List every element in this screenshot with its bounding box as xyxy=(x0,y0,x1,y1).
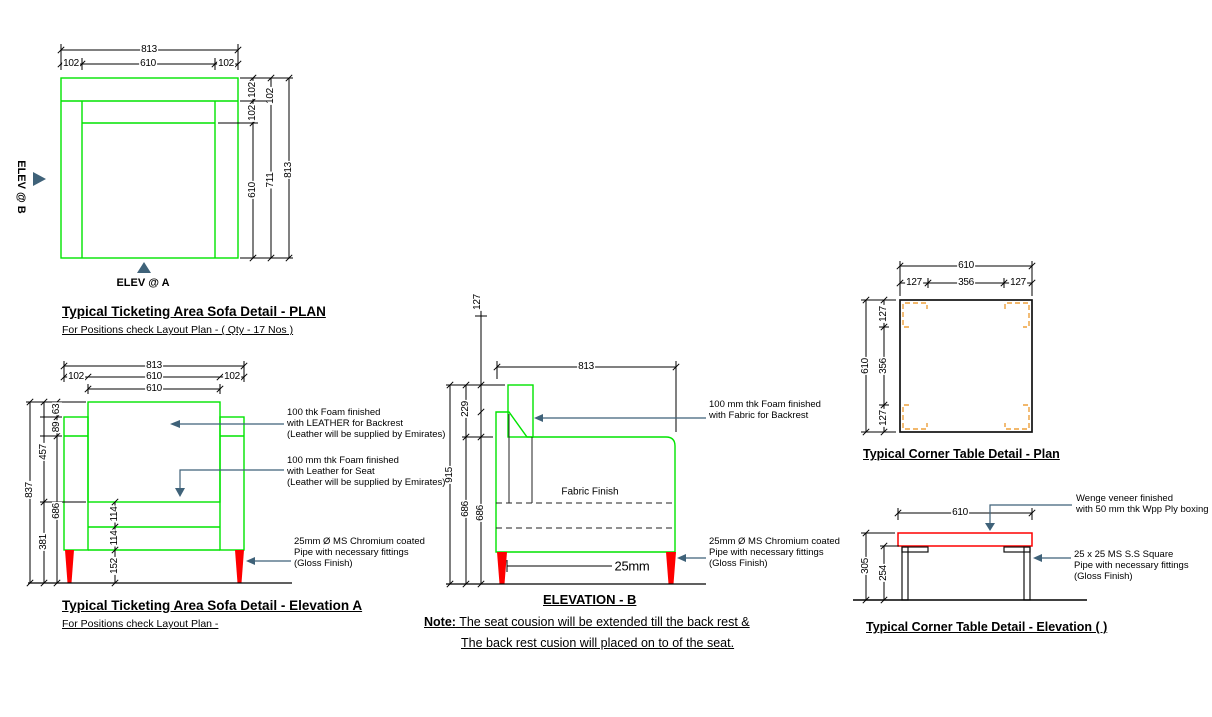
elev-a-marker-label: ELEV @ A xyxy=(116,277,170,289)
dim-eleva-upper-height: 457 xyxy=(38,443,49,461)
leader-arrow xyxy=(985,523,995,531)
title-corner-table-elevation: Typical Corner Table Detail - Elevation … xyxy=(866,620,1108,634)
sofa-leg xyxy=(235,550,244,583)
title-corner-table-plan: Typical Corner Table Detail - Plan xyxy=(863,447,1060,461)
dim-plan-depth-102a: 102 xyxy=(247,81,258,99)
dim-plan-depth-102c: 102 xyxy=(265,87,276,105)
leader-arrow xyxy=(170,420,180,428)
sofa-elevation-a-drawing xyxy=(26,361,292,587)
dim-eleva-left-arm: 102 xyxy=(67,371,85,382)
dim-ctelev-305: 305 xyxy=(860,557,871,575)
dim-ctplan-bot-127: 127 xyxy=(878,409,889,427)
corner-table-elevation-drawing xyxy=(853,504,1087,604)
leader-arrow xyxy=(246,557,255,565)
dim-eleva-lower-height: 381 xyxy=(38,533,49,551)
leader-arrow xyxy=(1033,554,1042,562)
title-elevation-b: ELEVATION - B xyxy=(543,592,637,607)
leader-arrow xyxy=(175,488,185,497)
dim-elevb-25mm: 25mm xyxy=(613,558,651,574)
dim-elevb-686a: 686 xyxy=(460,500,471,518)
dim-plan-depth-610: 610 xyxy=(247,181,258,199)
dim-eleva-right-arm: 102 xyxy=(223,371,241,382)
subtitle-sofa-plan: For Positions check Layout Plan - ( Qty … xyxy=(62,324,294,336)
fabric-finish-label: Fabric Finish xyxy=(561,486,619,498)
note-elevation-b-line2: The back rest cusion will placed on to o… xyxy=(461,636,735,650)
dim-ctplan-mid-356: 356 xyxy=(957,277,975,288)
dim-eleva-total-width: 813 xyxy=(145,360,163,371)
table-top xyxy=(897,532,1033,547)
dim-eleva-152: 152 xyxy=(109,557,120,575)
annotation-square-pipe: 25 x 25 MS S.S Square Pipe with necessar… xyxy=(1074,549,1189,582)
annotation-leg-pipe-b: 25mm Ø MS Chromium coated Pipe with nece… xyxy=(709,536,840,569)
annotation-backrest-fabric: 100 mm thk Foam finished with Fabric for… xyxy=(709,399,821,421)
dim-plan-depth-813: 813 xyxy=(283,161,294,179)
dim-plan-right-arm: 102 xyxy=(217,58,235,69)
sofa-leg xyxy=(497,552,507,584)
dim-eleva-total-height: 837 xyxy=(24,481,35,499)
dim-elevb-915: 915 xyxy=(444,466,455,484)
elevation-b-drawing xyxy=(446,309,706,588)
dim-plan-depth-711: 711 xyxy=(265,171,276,189)
dim-eleva-63: 63 xyxy=(51,402,62,416)
dim-elevb-229: 229 xyxy=(460,400,471,418)
title-sofa-plan: Typical Ticketing Area Sofa Detail - PLA… xyxy=(62,304,326,319)
leader-arrow xyxy=(534,414,543,422)
elev-b-arrow-icon xyxy=(33,172,46,186)
dim-eleva-114a: 114 xyxy=(109,505,120,523)
leader-arrow xyxy=(677,554,686,562)
dim-elevb-127: 127 xyxy=(472,293,483,311)
dim-eleva-114b: 114 xyxy=(109,529,120,547)
dim-eleva-89: 89 xyxy=(51,420,62,434)
dim-eleva-back-width: 610 xyxy=(145,383,163,394)
annotation-seat-leather: 100 mm thk Foam finished with Leather fo… xyxy=(287,455,446,488)
dim-plan-left-arm: 102 xyxy=(62,58,80,69)
dim-plan-depth-102b: 102 xyxy=(247,104,258,122)
sofa-leg xyxy=(65,550,74,583)
dim-plan-total-width: 813 xyxy=(140,44,158,55)
dim-eleva-seat-width: 610 xyxy=(145,371,163,382)
dim-ctplan-total-depth: 610 xyxy=(860,357,871,375)
title-sofa-elevation-a: Typical Ticketing Area Sofa Detail - Ele… xyxy=(62,598,363,613)
dim-ctplan-mid-356: 356 xyxy=(878,357,889,375)
note-elevation-b-line1: Note: The seat cousion will be extended … xyxy=(424,615,750,629)
dim-eleva-686: 686 xyxy=(51,502,62,520)
dim-ctelev-254: 254 xyxy=(878,564,889,582)
dim-ctplan-total-width: 610 xyxy=(957,260,975,271)
dim-ctplan-right-127: 127 xyxy=(1009,277,1027,288)
dim-elevb-total-width: 813 xyxy=(577,361,595,372)
dim-ctplan-top-127: 127 xyxy=(878,305,889,323)
annotation-leg-pipe-a: 25mm Ø MS Chromium coated Pipe with nece… xyxy=(294,536,425,569)
sofa-plan-drawing xyxy=(33,44,293,273)
sofa-leg xyxy=(666,552,676,584)
elev-a-arrow-icon xyxy=(137,262,151,273)
annotation-backrest-leather: 100 thk Foam finished with LEATHER for B… xyxy=(287,407,446,440)
dim-plan-seat-width: 610 xyxy=(139,58,157,69)
dim-ctplan-left-127: 127 xyxy=(905,277,923,288)
annotation-wenge-veneer: Wenge veneer finished with 50 mm thk Wpp… xyxy=(1076,493,1209,515)
elev-b-marker-label: ELEV @ B xyxy=(15,160,27,214)
dim-ctelev-width: 610 xyxy=(951,507,969,518)
subtitle-sofa-elevation-a: For Positions check Layout Plan - xyxy=(62,618,219,630)
dim-elevb-686b: 686 xyxy=(475,504,486,522)
